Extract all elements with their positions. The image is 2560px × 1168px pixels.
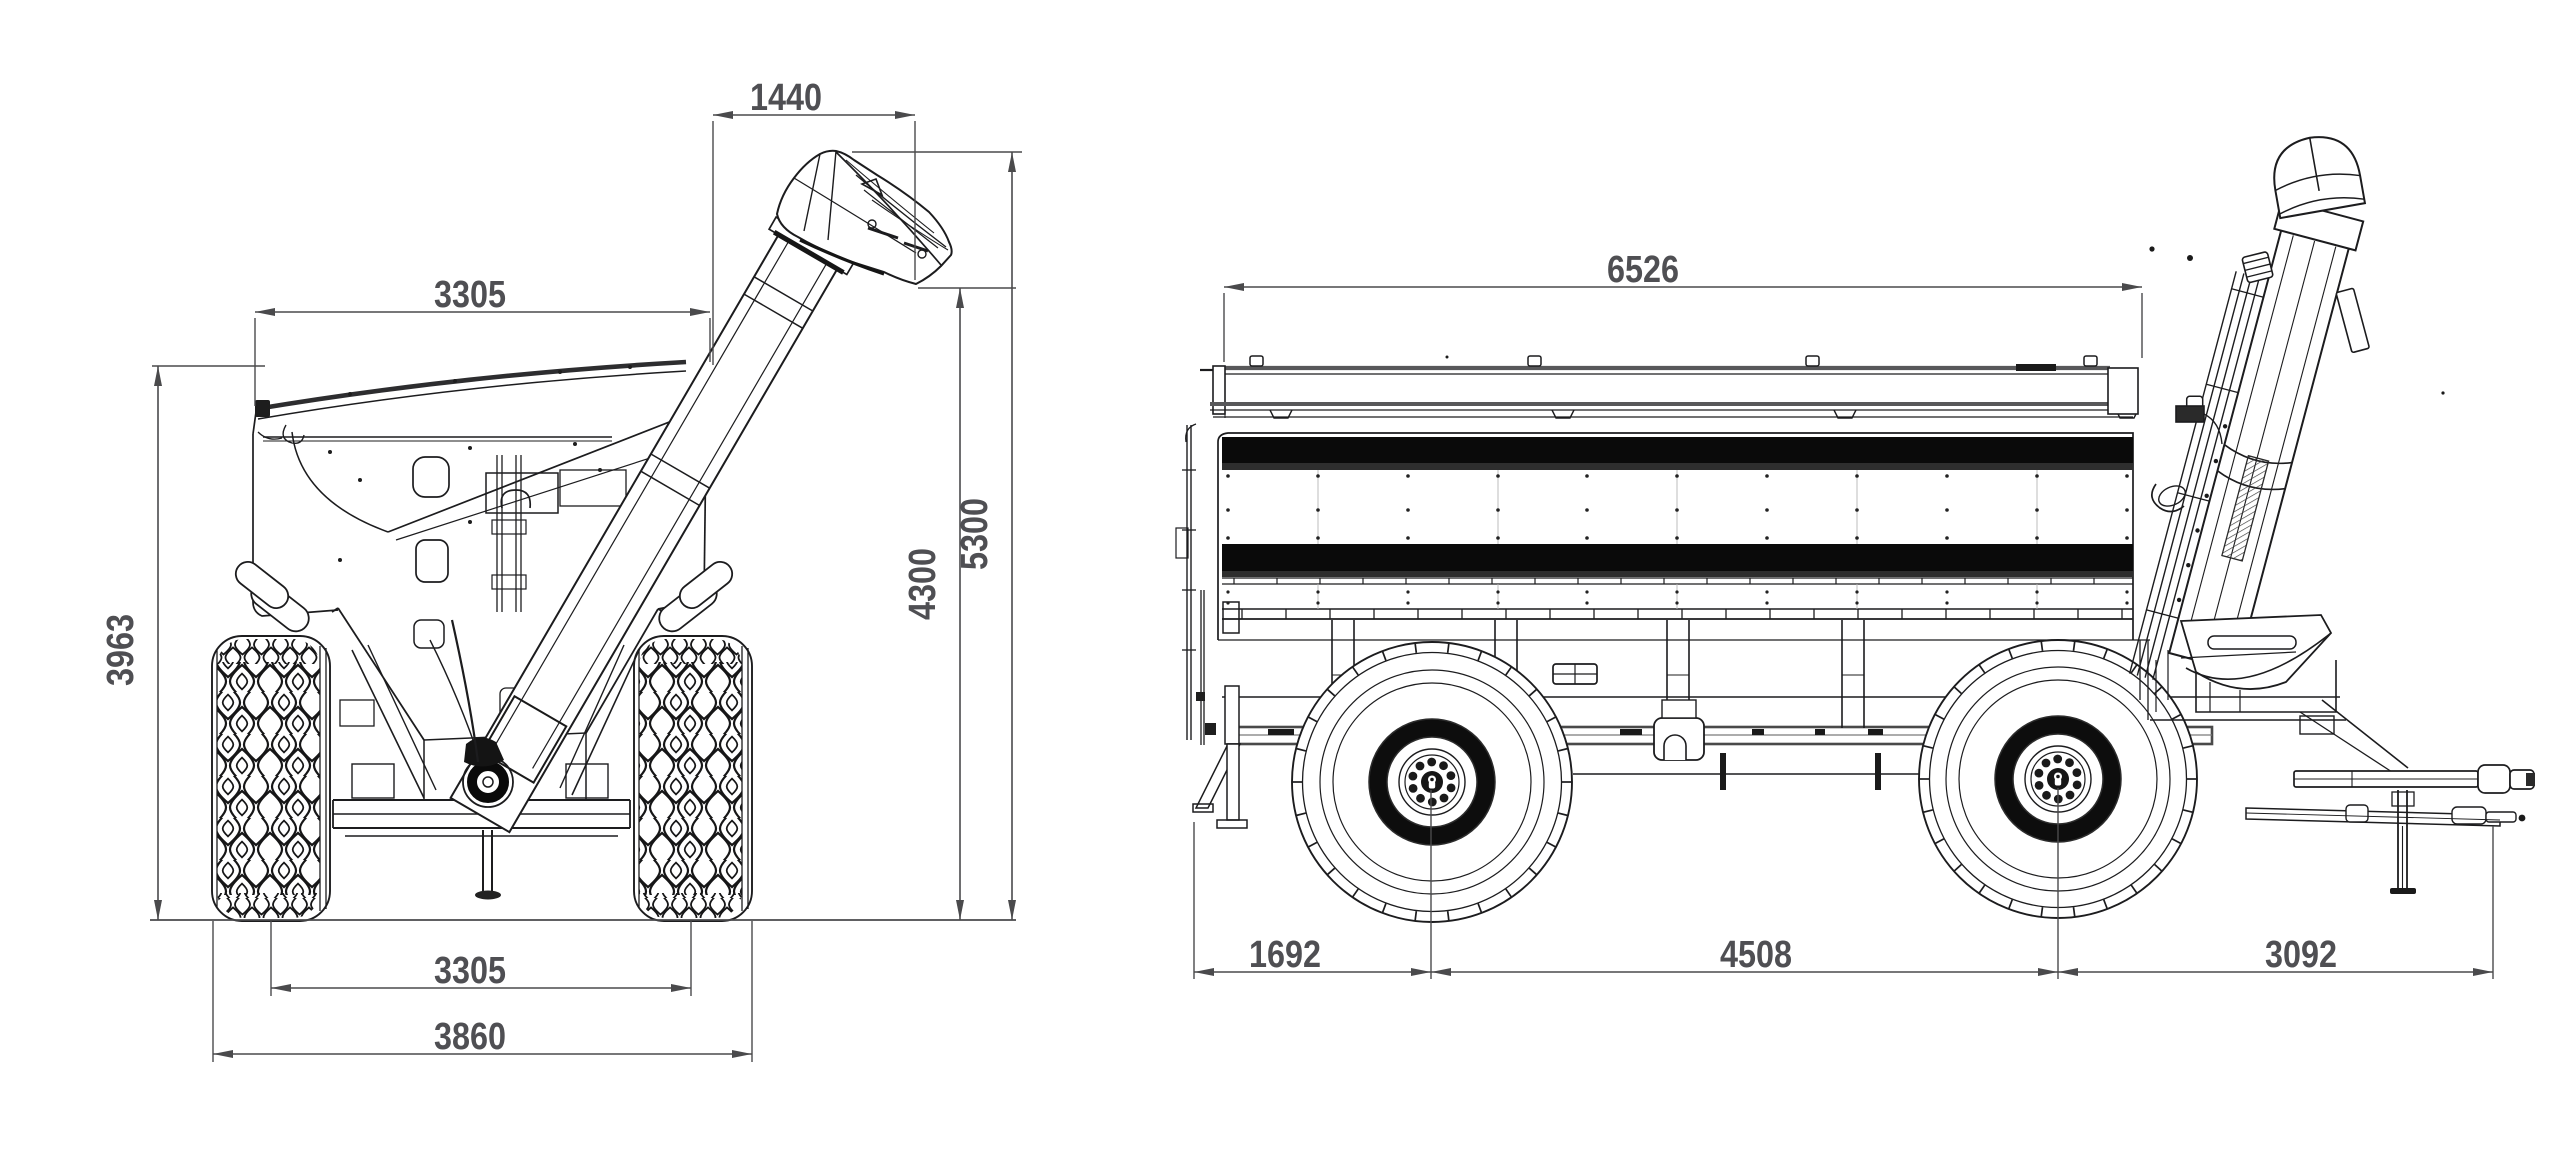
svg-text:3092: 3092 [2265,934,2337,976]
svg-text:3305: 3305 [434,274,506,316]
svg-text:6526: 6526 [1607,249,1679,291]
svg-text:3963: 3963 [100,614,142,686]
svg-text:3305: 3305 [434,950,506,992]
svg-text:4508: 4508 [1720,934,1792,976]
svg-text:1692: 1692 [1249,934,1321,976]
svg-text:5300: 5300 [954,498,996,570]
svg-text:3860: 3860 [434,1016,506,1058]
svg-text:1440: 1440 [750,77,822,119]
svg-text:4300: 4300 [902,548,944,620]
